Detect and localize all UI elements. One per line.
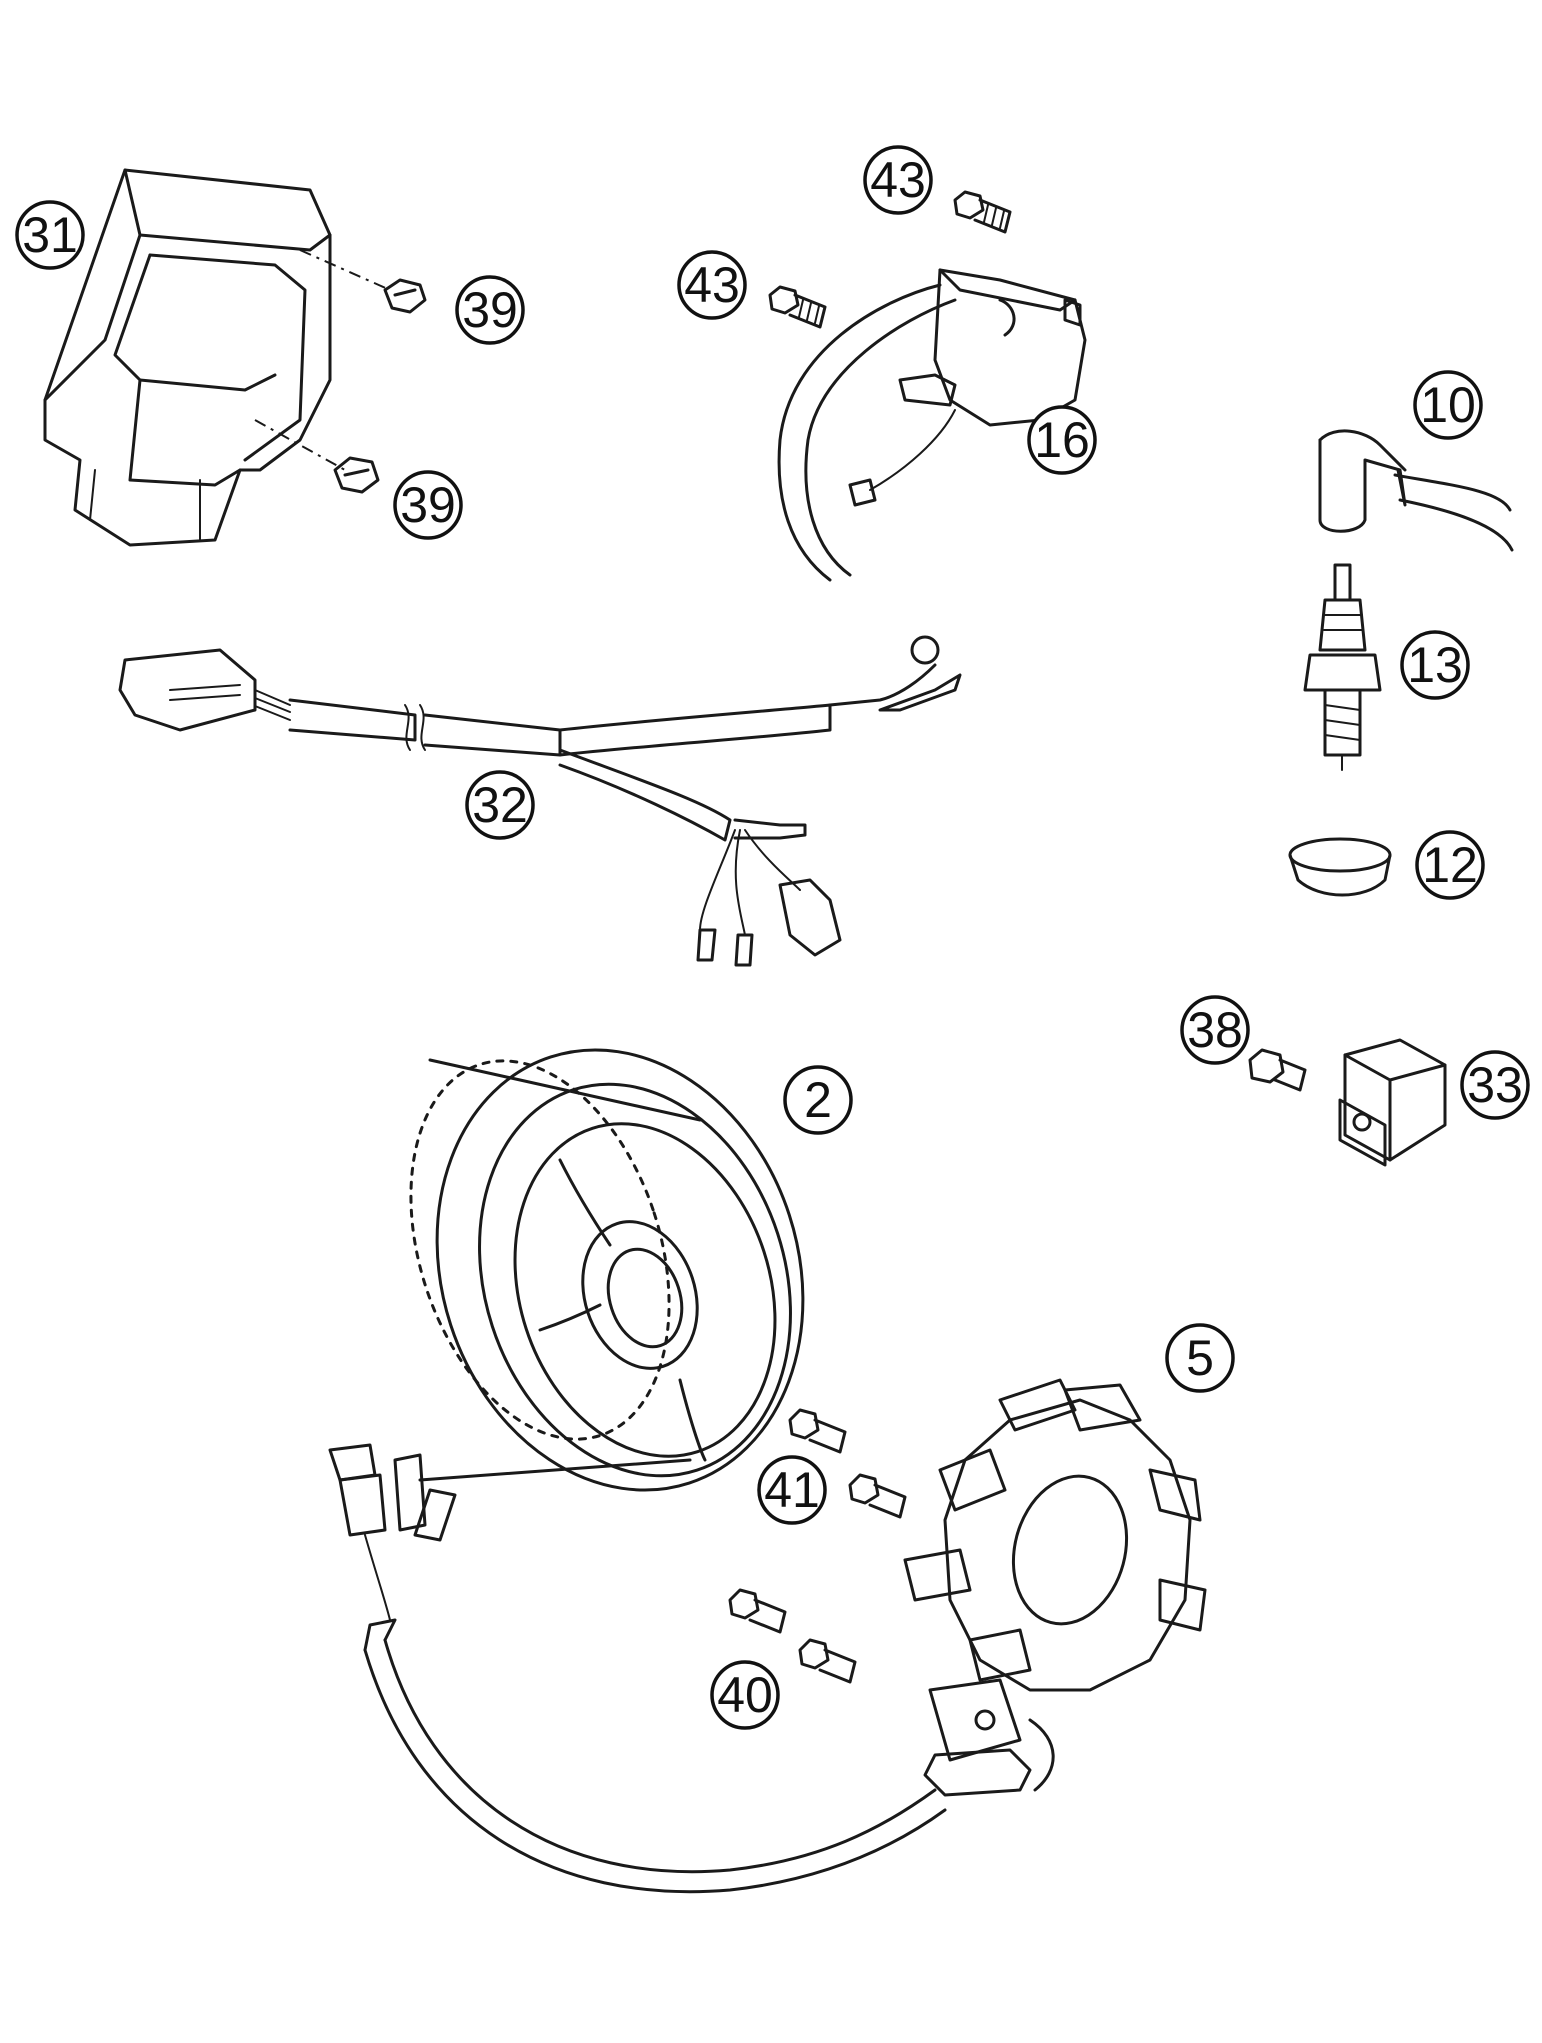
callout-41-label: 41 bbox=[764, 1462, 820, 1518]
callout-41: 41 bbox=[757, 1455, 827, 1525]
callout-5-label: 5 bbox=[1186, 1330, 1214, 1386]
callout-38-label: 38 bbox=[1187, 1002, 1243, 1058]
callout-10-label: 10 bbox=[1420, 377, 1476, 433]
callout-12-label: 12 bbox=[1422, 837, 1478, 893]
callout-40: 40 bbox=[710, 1660, 780, 1730]
callout-43-lower: 43 bbox=[677, 250, 747, 320]
callout-13-label: 13 bbox=[1407, 637, 1463, 693]
callout-13: 13 bbox=[1400, 630, 1470, 700]
flywheel-drawing bbox=[409, 1048, 805, 1492]
stator-drawing bbox=[328, 1378, 1207, 1894]
callout-32: 32 bbox=[465, 770, 535, 840]
callout-43-upper: 43 bbox=[863, 145, 933, 215]
wiring-harness-drawing bbox=[118, 635, 962, 967]
bolt-41-upper-drawing bbox=[788, 1408, 847, 1454]
callout-40-label: 40 bbox=[717, 1667, 773, 1723]
callout-2: 2 bbox=[783, 1065, 853, 1135]
bolt-43-lower-drawing bbox=[768, 285, 827, 329]
cdi-unit-drawing bbox=[43, 168, 391, 547]
bolt-43-upper-drawing bbox=[953, 190, 1012, 234]
bracket-33-drawing bbox=[1338, 1038, 1447, 1167]
callout-5: 5 bbox=[1165, 1323, 1235, 1393]
spark-plug-drawing bbox=[1303, 563, 1382, 771]
bolt-40-upper-drawing bbox=[728, 1588, 787, 1634]
bolt-39-upper-drawing bbox=[383, 278, 427, 314]
bolt-39-lower-drawing bbox=[333, 456, 380, 494]
callout-12: 12 bbox=[1415, 830, 1485, 900]
callout-31-label: 31 bbox=[22, 207, 78, 263]
bolt-38-drawing bbox=[1248, 1048, 1307, 1092]
callout-10: 10 bbox=[1413, 370, 1483, 440]
callout-31: 31 bbox=[15, 200, 85, 270]
callout-32-label: 32 bbox=[472, 777, 528, 833]
callout-16: 16 bbox=[1027, 405, 1097, 475]
callout-43-lower-label: 43 bbox=[684, 257, 740, 313]
callout-2-label: 2 bbox=[804, 1072, 832, 1128]
callout-43-upper-label: 43 bbox=[870, 152, 926, 208]
bolt-40-lower-drawing bbox=[798, 1638, 857, 1684]
callout-39-upper-label: 39 bbox=[462, 282, 518, 338]
callout-39-upper: 39 bbox=[455, 275, 525, 345]
callout-16-label: 16 bbox=[1034, 412, 1090, 468]
bolt-41-lower-drawing bbox=[848, 1473, 907, 1519]
spark-plug-cap-drawing bbox=[1318, 429, 1514, 552]
callout-39-lower: 39 bbox=[393, 470, 463, 540]
rubber-cap-12-drawing bbox=[1288, 837, 1392, 897]
callout-38: 38 bbox=[1180, 995, 1250, 1065]
callout-39-lower-label: 39 bbox=[400, 477, 456, 533]
callout-33-label: 33 bbox=[1467, 1057, 1523, 1113]
callout-33: 33 bbox=[1460, 1050, 1530, 1120]
